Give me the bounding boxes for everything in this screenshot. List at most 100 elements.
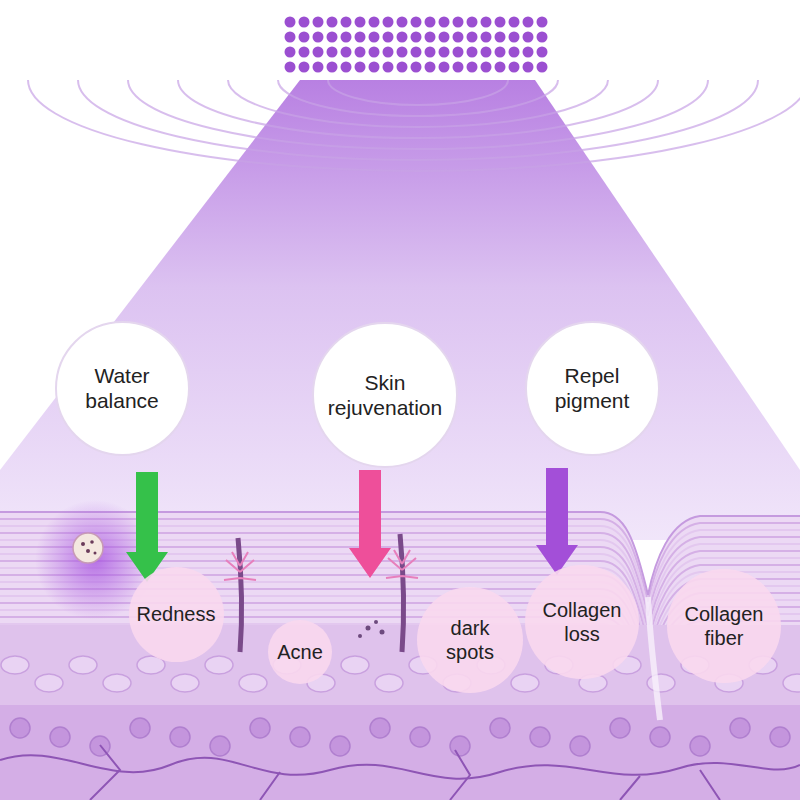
- skin-cell: [610, 718, 630, 738]
- pigment-dot: [380, 630, 385, 635]
- benefit-circle: Skin rejuvenation: [312, 322, 458, 468]
- skin-cell: [647, 674, 675, 692]
- led-dot: [495, 32, 506, 43]
- skin-cell: [511, 674, 539, 692]
- led-dot: [397, 62, 408, 73]
- led-dot: [313, 62, 324, 73]
- led-dot: [383, 17, 394, 28]
- led-dot: [439, 62, 450, 73]
- skin-cell: [370, 718, 390, 738]
- light-wave: [28, 80, 800, 171]
- led-dot: [495, 17, 506, 28]
- label-text: Collagen loss: [537, 598, 627, 646]
- skin-cell: [730, 718, 750, 738]
- led-dot: [411, 32, 422, 43]
- hair-follicle: [238, 538, 242, 652]
- skin-cell: [1, 656, 29, 674]
- label-text: Skin rejuvenation: [323, 370, 447, 420]
- led-dot: [537, 62, 548, 73]
- light-cone: [0, 80, 800, 540]
- led-dot: [453, 62, 464, 73]
- skin-cell: [490, 718, 510, 738]
- led-dot: [285, 47, 296, 58]
- skin-cell: [205, 656, 233, 674]
- led-dot: [299, 32, 310, 43]
- pimple-dot: [90, 540, 94, 544]
- pimple-dot: [86, 549, 90, 553]
- sebaceous-gland: [224, 552, 256, 580]
- label-text: Water balance: [66, 363, 178, 413]
- skin-cell: [10, 718, 790, 756]
- led-dot: [299, 62, 310, 73]
- benefit-circle: Water balance: [55, 321, 190, 456]
- led-dot: [369, 17, 380, 28]
- skin-cell: [341, 656, 369, 674]
- pimple: [73, 533, 103, 563]
- led-dot: [509, 17, 520, 28]
- led-dot: [299, 47, 310, 58]
- skin-layers: [0, 490, 800, 800]
- skin-cell: [375, 674, 403, 692]
- light-wave: [278, 80, 558, 116]
- led-dot: [341, 32, 352, 43]
- led-dot: [397, 32, 408, 43]
- label-text: Acne: [277, 640, 323, 664]
- led-dot: [327, 47, 338, 58]
- skin-cell: [210, 736, 230, 756]
- led-dot: [495, 62, 506, 73]
- light-wave: [128, 80, 708, 149]
- label-text: dark spots: [430, 616, 510, 664]
- led-dot: [355, 32, 366, 43]
- led-dot: [481, 62, 492, 73]
- led-dot: [327, 32, 338, 43]
- vein: [90, 745, 720, 800]
- vein: [0, 745, 800, 800]
- skin-cell: [35, 674, 63, 692]
- led-dot: [285, 32, 296, 43]
- light-wave: [228, 80, 608, 127]
- led-dot: [299, 17, 310, 28]
- led-dot: [495, 47, 506, 58]
- led-dot: [285, 17, 296, 28]
- led-dot: [425, 62, 436, 73]
- led-dot: [425, 17, 436, 28]
- led-dot: [523, 17, 534, 28]
- light-wave: [328, 80, 508, 105]
- led-dot: [439, 17, 450, 28]
- led-dot: [523, 62, 534, 73]
- led-dot: [341, 17, 352, 28]
- led-dot: [397, 17, 408, 28]
- led-dot: [369, 32, 380, 43]
- skin-cell: [410, 727, 430, 747]
- led-dot: [355, 47, 366, 58]
- led-dot: [327, 17, 338, 28]
- benefit-circle: Repel pigment: [525, 321, 660, 456]
- pimple-dot: [81, 542, 85, 546]
- led-dot: [411, 62, 422, 73]
- led-dot: [453, 32, 464, 43]
- led-dot: [523, 47, 534, 58]
- led-dot: [285, 62, 296, 73]
- led-dot: [313, 17, 324, 28]
- led-dot: [467, 62, 478, 73]
- led-dot: [453, 47, 464, 58]
- skin-cell: [783, 674, 800, 692]
- led-dot: [537, 32, 548, 43]
- purple-arrow: [536, 468, 578, 575]
- skin-cell: [330, 736, 350, 756]
- led-dot: [313, 32, 324, 43]
- skin-problem-label: dark spots: [417, 587, 523, 693]
- skin-cell: [171, 674, 199, 692]
- pigment-dot: [358, 634, 362, 638]
- skin-cell: [570, 736, 590, 756]
- led-dot: [425, 47, 436, 58]
- light-wave: [78, 80, 758, 160]
- led-dot: [425, 32, 436, 43]
- led-dot: [313, 47, 324, 58]
- skin-cell: [239, 674, 267, 692]
- led-dot: [411, 17, 422, 28]
- led-dot: [509, 62, 520, 73]
- led-dot: [369, 62, 380, 73]
